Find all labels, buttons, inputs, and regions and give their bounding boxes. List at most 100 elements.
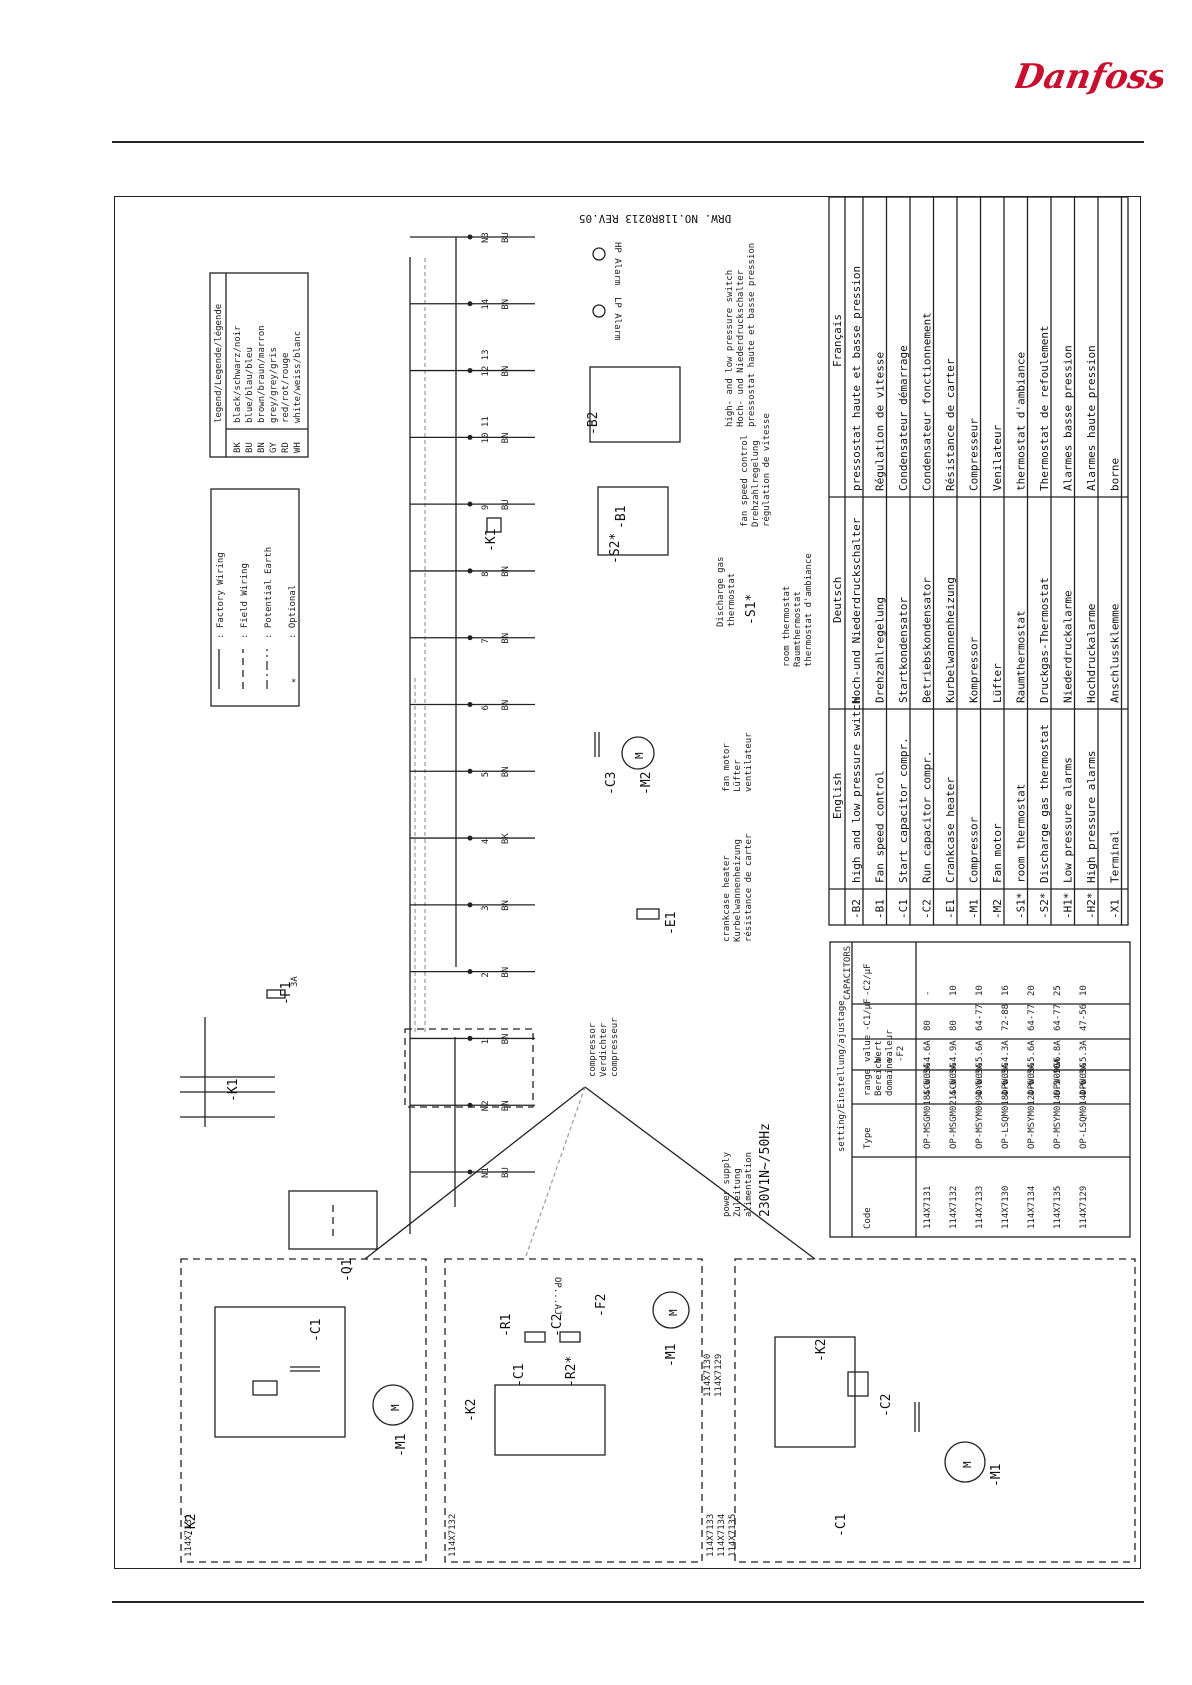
settings-cell: 4-6.3A [923, 1063, 933, 1096]
settings-cell: 4-6.3A [1027, 1063, 1037, 1096]
svg-text:Drehzahlregelung: Drehzahlregelung [751, 440, 761, 527]
svg-text:régulation de vitesse: régulation de vitesse [761, 413, 772, 527]
settings-cell: 4-6.3A [1079, 1063, 1089, 1096]
settings-cell: 5.6A [1027, 1040, 1037, 1062]
header-rule [112, 141, 1144, 143]
svg-text:Verdichter: Verdichter [599, 1022, 609, 1077]
settings-header: -F2 [896, 1046, 906, 1062]
component-cell: Betriebskondensator [921, 577, 934, 703]
component-cell: -B1 [874, 899, 887, 919]
settings-cell: 80 [949, 1020, 959, 1031]
settings-cell: 20 [1027, 985, 1037, 996]
capacitors-title: CAPACITORS [843, 946, 853, 1000]
fan-motor-label: fan motor [722, 743, 732, 792]
svg-text:alimentation: alimentation [744, 1152, 754, 1217]
subdiagram-tag: -C1 [309, 1319, 324, 1342]
drawing-frame [114, 196, 1141, 1569]
settings-cell: 80 [923, 1020, 933, 1031]
wiring-legend-dashed: : Field Wiring [240, 563, 250, 639]
terminal-label: 5 [481, 772, 491, 777]
settings-cell: 10 [949, 985, 959, 996]
settings-cell: 64-77 [975, 1004, 985, 1031]
settings-cell: 64-77 [1027, 1004, 1037, 1031]
settings-cell: OP-LSQM018DPW09G [1001, 1062, 1011, 1149]
component-cell: -M1 [968, 899, 981, 919]
room-thermostat-label: room thermostat [782, 586, 792, 667]
settings-header: -C1/µF [863, 998, 873, 1031]
subdiagram-tag: -C2 [550, 1314, 565, 1337]
legend-star-symbol: * [291, 678, 296, 688]
subdiagram-code: 114X7131 [184, 1514, 194, 1557]
settings-cell: OP-LSQM014DPW09G [1079, 1062, 1089, 1149]
color-code-wh: WH [293, 442, 303, 453]
settings-cell: 4.3A [1001, 1040, 1011, 1062]
subdiagram-1 [180, 1258, 427, 1563]
subdiagram-tag: -K2 [464, 1399, 479, 1422]
component-cell: Niederdruckalarme [1062, 590, 1075, 703]
settings-header: value [863, 1035, 873, 1062]
settings-header: range [863, 1069, 873, 1096]
wire-color-label: BN [501, 1034, 511, 1045]
component-cell: borne [1109, 458, 1122, 491]
subdiagram-tag: -F2 [594, 1294, 609, 1317]
subdiagram-tag: -M1 [664, 1344, 679, 1367]
color-name-rd: red/rot/rouge [281, 353, 291, 423]
subdiagram-code: 114X7130 [703, 1354, 713, 1397]
settings-cell: OP-MSYM009DYW09G [975, 1062, 985, 1149]
component-cell: Anschlussklemme [1109, 604, 1122, 703]
component-cell: Discharge gas thermostat [1038, 724, 1051, 883]
settings-header: -C2/µF [863, 963, 873, 996]
settings-cell: OP-MSGM021SCW09G [949, 1062, 959, 1149]
color-code-rd: RD [281, 442, 291, 453]
svg-text:3A: 3A [290, 976, 300, 987]
component-cell: -M2 [991, 899, 1004, 919]
terminal-label: 8 [481, 572, 491, 577]
fan-speed-label: fan speed control [740, 435, 750, 527]
wire-color-label: BN [501, 1100, 511, 1111]
terminal-label: 12 13 [481, 349, 491, 376]
terminal-label: 3 [481, 905, 491, 910]
subdiagram-code: 114X7133 [706, 1514, 716, 1557]
svg-text:Kurbelwannenheizung: Kurbelwannenheizung [733, 839, 743, 942]
svg-text:HP Alarm: HP Alarm [612, 242, 622, 285]
component-cell: Terminal [1109, 830, 1122, 883]
settings-cell: OP-MSYM014DPW09G [1053, 1062, 1063, 1149]
wire-color-label: BN [501, 967, 511, 978]
wiring-legend: * : Factory Wiring : Field Wiring : Potent… [210, 488, 300, 707]
component-cell: Hoch-und Niederdruckschalter [850, 517, 863, 703]
hp-alarm-lamp [592, 247, 606, 261]
svg-text:-K1: -K1 [484, 529, 499, 552]
subdiagram-code: 114X7134 [717, 1514, 727, 1557]
lp-alarm-lamp [592, 304, 606, 318]
component-cell: Thermostat de refoulement [1038, 325, 1051, 491]
settings-cell: 114X7134 [1027, 1186, 1037, 1229]
svg-text:-F1: -F1 [279, 982, 294, 1005]
settings-cell: 114X7135 [1053, 1186, 1063, 1229]
wiring-legend-solid: : Factory Wiring [216, 552, 226, 639]
settings-cell: 16 [1001, 985, 1011, 996]
component-cell: Lüfter [991, 663, 1004, 703]
compressor-label: compressor [588, 1022, 598, 1077]
wiring-legend-dashdot: : Potential Earth [264, 547, 274, 639]
settings-cell: 114X7129 [1079, 1186, 1089, 1229]
svg-text:M: M [389, 1404, 402, 1411]
subdiagram-tag: -R1 [499, 1314, 514, 1337]
wire-color-label: BN [501, 299, 511, 310]
component-cell: -H2* [1085, 893, 1098, 920]
drawing-number: DRW. NO.118R0213 REV.05 [579, 212, 731, 225]
color-code-bu: BU [245, 442, 255, 453]
settings-cell: 4-6.3A [975, 1063, 985, 1096]
wire-color-label: BK [501, 833, 511, 844]
svg-text:-K1: -K1 [226, 1079, 241, 1102]
component-cell: pressostat haute et basse pression [850, 266, 863, 491]
settings-cell: 10 [975, 985, 985, 996]
settings-header: Bereich [874, 1058, 884, 1096]
component-header: Deutsch [831, 577, 844, 623]
wire-color-label: BU [501, 232, 511, 243]
component-cell: Régulation de vitesse [874, 352, 887, 491]
component-cell: High pressure alarms [1085, 751, 1098, 883]
settings-header: valeur [885, 1029, 895, 1062]
svg-text:-S1*: -S1* [744, 594, 759, 625]
